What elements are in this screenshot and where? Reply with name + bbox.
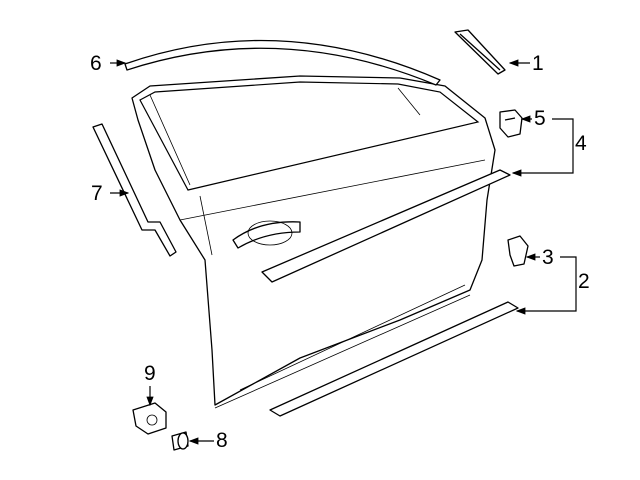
callout-6: 6	[90, 52, 102, 75]
callout-9: 9	[144, 362, 156, 385]
callout-3: 3	[542, 246, 554, 269]
callout-8: 8	[216, 429, 228, 452]
callout-7: 7	[91, 182, 103, 205]
triangle-trim	[454, 29, 506, 75]
pillar-applique	[92, 123, 177, 257]
callout-5: 5	[534, 107, 546, 130]
body-side-molding	[261, 169, 511, 283]
retainer-nut	[132, 402, 167, 435]
callout-2: 2	[578, 270, 590, 293]
body-side-molding-clip	[499, 109, 523, 138]
callout-1: 1	[532, 52, 544, 75]
bolt	[171, 431, 189, 451]
roof-drip-molding	[124, 39, 441, 86]
callout-4: 4	[575, 132, 587, 155]
rocker-molding-clip	[507, 235, 529, 267]
front-door-shell	[131, 75, 496, 409]
door-handle	[232, 221, 301, 249]
